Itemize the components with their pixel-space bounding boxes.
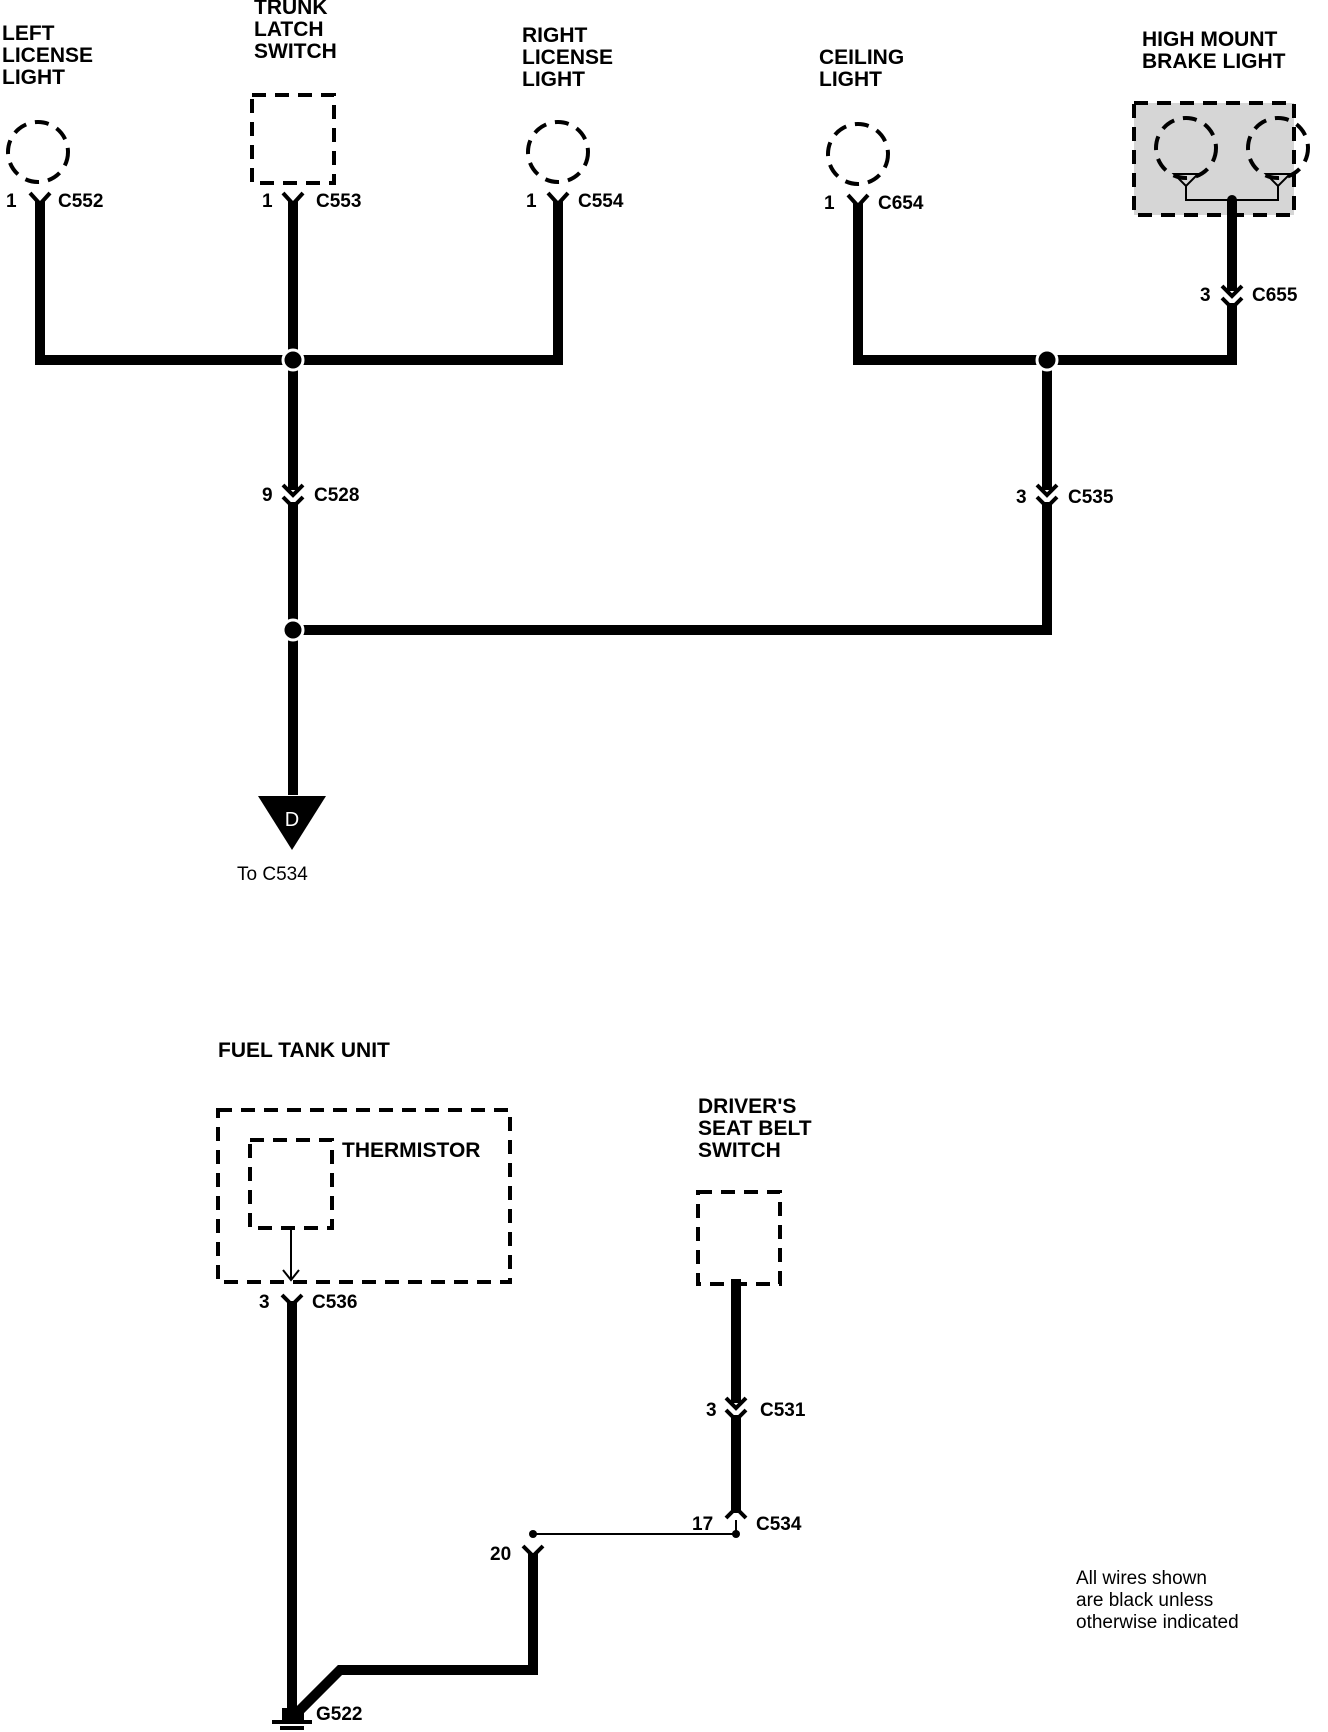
ceiling-light-label: CEILING LIGHT bbox=[819, 46, 904, 91]
svg-text:3: 3 bbox=[1016, 487, 1027, 508]
svg-text:SWITCH: SWITCH bbox=[254, 40, 337, 63]
svg-text:C554: C554 bbox=[578, 191, 624, 212]
svg-text:C531: C531 bbox=[760, 1400, 806, 1421]
connector-c534: 17 C534 bbox=[692, 1514, 802, 1535]
svg-text:LIGHT: LIGHT bbox=[522, 68, 585, 91]
connector-c655: 3 C655 bbox=[1200, 285, 1298, 306]
wire-color-note: All wires shown are black unless otherwi… bbox=[1076, 1568, 1239, 1633]
svg-text:BRAKE LIGHT: BRAKE LIGHT bbox=[1142, 50, 1286, 73]
connector-c536: 3 C536 bbox=[259, 1292, 357, 1313]
connector-c654: 1 C654 bbox=[824, 193, 924, 214]
connector-c528: 9 C528 bbox=[262, 485, 359, 506]
trunk-latch-switch-label: TRUNK LATCH SWITCH bbox=[254, 0, 337, 63]
svg-text:3: 3 bbox=[706, 1400, 717, 1421]
connector-c553: 1 C553 bbox=[262, 191, 361, 212]
connector-c535: 3 C535 bbox=[1016, 487, 1114, 508]
offpage-connector-d: D bbox=[258, 796, 326, 850]
svg-text:D: D bbox=[285, 809, 299, 831]
svg-text:otherwise indicated: otherwise indicated bbox=[1076, 1612, 1239, 1633]
svg-text:LICENSE: LICENSE bbox=[522, 46, 613, 69]
svg-text:TRUNK: TRUNK bbox=[254, 0, 328, 19]
svg-text:3: 3 bbox=[1200, 285, 1211, 306]
svg-text:SWITCH: SWITCH bbox=[698, 1139, 781, 1162]
svg-text:9: 9 bbox=[262, 485, 273, 506]
svg-text:C552: C552 bbox=[58, 191, 103, 212]
connector-c554: 1 C554 bbox=[526, 191, 624, 212]
svg-text:1: 1 bbox=[262, 191, 273, 212]
svg-text:C534: C534 bbox=[756, 1514, 802, 1535]
connector-pin-20: 20 bbox=[490, 1544, 511, 1565]
svg-text:LIGHT: LIGHT bbox=[819, 68, 882, 91]
svg-text:CEILING: CEILING bbox=[819, 46, 904, 69]
high-mount-brake-light-housing bbox=[1132, 101, 1310, 217]
thermistor-label: THERMISTOR bbox=[342, 1139, 480, 1162]
drivers-seat-belt-switch-box bbox=[696, 1190, 782, 1286]
right-license-light-label: RIGHT LICENSE LIGHT bbox=[522, 24, 613, 91]
fuel-tank-unit-box bbox=[216, 1108, 512, 1284]
svg-text:1: 1 bbox=[824, 193, 835, 214]
connector-c552: 1 C552 bbox=[6, 191, 103, 212]
thermistor-arrow bbox=[282, 1228, 300, 1282]
fuel-tank-unit-label: FUEL TANK UNIT bbox=[218, 1039, 390, 1062]
ceiling-light-bulb bbox=[826, 122, 890, 186]
left-license-light-label: LEFT LICENSE LIGHT bbox=[2, 22, 93, 89]
svg-text:C536: C536 bbox=[312, 1292, 357, 1313]
svg-text:C654: C654 bbox=[878, 193, 924, 214]
svg-text:SEAT BELT: SEAT BELT bbox=[698, 1117, 812, 1140]
svg-text:3: 3 bbox=[259, 1292, 270, 1313]
drivers-seat-belt-switch-label: DRIVER'S SEAT BELT SWITCH bbox=[698, 1095, 812, 1162]
svg-text:LATCH: LATCH bbox=[254, 18, 324, 41]
bottom-wires bbox=[287, 1279, 741, 1723]
ground-label: G522 bbox=[316, 1704, 362, 1725]
offpage-label: To C534 bbox=[237, 864, 308, 885]
high-mount-brake-light-label: HIGH MOUNT BRAKE LIGHT bbox=[1142, 28, 1286, 73]
top-wires bbox=[35, 200, 1237, 795]
connector-symbols bbox=[28, 191, 1244, 1559]
svg-text:LEFT: LEFT bbox=[2, 22, 55, 45]
svg-text:1: 1 bbox=[526, 191, 537, 212]
svg-text:17: 17 bbox=[692, 1514, 713, 1535]
thermistor-box bbox=[248, 1138, 334, 1230]
svg-text:RIGHT: RIGHT bbox=[522, 24, 588, 47]
svg-text:HIGH MOUNT: HIGH MOUNT bbox=[1142, 28, 1277, 51]
svg-text:All wires shown: All wires shown bbox=[1076, 1568, 1207, 1589]
left-license-light-bulb bbox=[6, 120, 70, 184]
svg-text:LICENSE: LICENSE bbox=[2, 44, 93, 67]
svg-text:are black unless: are black unless bbox=[1076, 1590, 1213, 1611]
splices bbox=[281, 348, 1059, 642]
svg-text:C553: C553 bbox=[316, 191, 361, 212]
svg-text:C655: C655 bbox=[1252, 285, 1298, 306]
ground-symbol bbox=[272, 1708, 312, 1730]
svg-text:1: 1 bbox=[6, 191, 17, 212]
svg-text:DRIVER'S: DRIVER'S bbox=[698, 1095, 796, 1118]
svg-text:LIGHT: LIGHT bbox=[2, 66, 65, 89]
connector-c531: 3 C531 bbox=[706, 1400, 806, 1421]
trunk-latch-switch-box bbox=[250, 93, 336, 185]
right-license-light-bulb bbox=[526, 120, 590, 184]
svg-text:C528: C528 bbox=[314, 485, 359, 506]
svg-text:C535: C535 bbox=[1068, 487, 1114, 508]
